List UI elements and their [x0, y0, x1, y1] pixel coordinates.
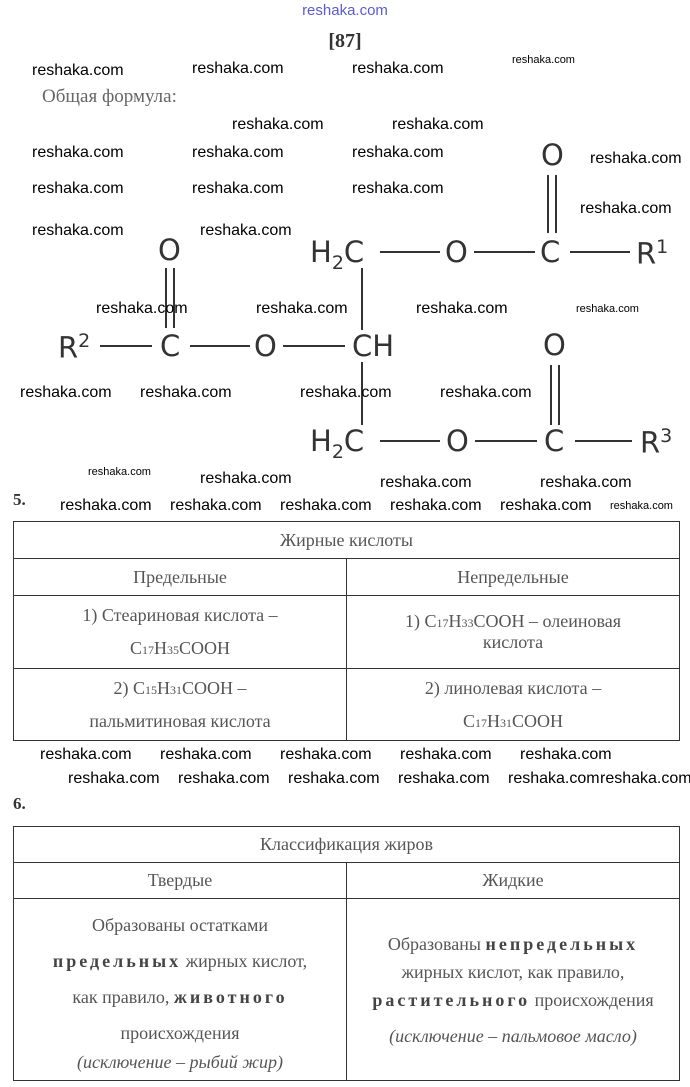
watermark: reshaka.com [520, 746, 612, 763]
watermark: reshaka.com [416, 300, 508, 317]
atom-oxygen: O [158, 233, 181, 267]
watermark: reshaka.com [590, 150, 682, 167]
watermark: reshaka.com [96, 300, 188, 317]
watermark: reshaka.com [32, 62, 124, 79]
watermark: reshaka.com [192, 60, 284, 77]
watermark: reshaka.com [352, 60, 444, 77]
watermark: reshaka.com [170, 497, 262, 514]
watermark: reshaka.com [192, 144, 284, 161]
watermark: reshaka.com [88, 466, 151, 478]
atom-oxygen: O [445, 235, 468, 269]
watermark: reshaka.com [20, 384, 112, 401]
radical-r2: R2 [58, 330, 91, 365]
radical-r1: R1 [636, 236, 669, 271]
cell-text: кислота [482, 632, 544, 652]
atom-carbon: C [544, 424, 565, 458]
watermark: reshaka.com [32, 180, 124, 197]
section-6-number: 6. [13, 794, 26, 813]
section-5-number: 5. [13, 490, 26, 509]
atom-ch: CH [352, 329, 395, 363]
watermark: reshaka.com [300, 384, 392, 401]
watermark: reshaka.com [140, 384, 232, 401]
cell-formula: C17H31COOH [462, 710, 564, 731]
watermark: reshaka.com [392, 116, 484, 133]
column-header: Непредельные [346, 558, 680, 596]
watermark: reshaka.com [398, 770, 490, 787]
page-number: [87] [328, 30, 362, 52]
cell-formula: 1) C17H33COOH – олеиновая [404, 611, 622, 631]
watermark: reshaka.com [40, 746, 132, 763]
watermark: reshaka.com [540, 474, 632, 491]
watermark: reshaka.com [60, 497, 152, 514]
cell-text: пальмитиновая кислота [89, 710, 271, 731]
table-row: 2) C15H31COOH – пальмитиновая кислота 2) … [13, 668, 680, 741]
watermark: reshaka.com [352, 180, 444, 197]
watermark: reshaka.com [32, 144, 124, 161]
watermark: reshaka.com [288, 770, 380, 787]
radical-r3: R3 [640, 425, 673, 460]
table-title: Классификация жиров [13, 826, 680, 863]
table-title: Жирные кислоты [13, 521, 680, 559]
formula-bonds [100, 175, 632, 442]
watermark: reshaka.com [512, 54, 575, 66]
watermark: reshaka.com [280, 746, 372, 763]
site-header[interactable]: reshaka.com [302, 2, 388, 19]
watermark: reshaka.com [508, 770, 600, 787]
watermark: reshaka.com [390, 497, 482, 514]
watermark: reshaka.com [232, 116, 324, 133]
watermark: reshaka.com [280, 497, 372, 514]
watermark: reshaka.com [576, 303, 639, 315]
atom-oxygen: O [446, 424, 469, 458]
cell-text: 2) линолевая кислота – [424, 677, 602, 698]
atom-oxygen: O [543, 328, 566, 362]
atom-h2c-top: H2C [310, 235, 365, 274]
watermark: reshaka.com [32, 222, 124, 239]
cell-formula: 2) C15H31COOH – [113, 677, 247, 698]
atom-oxygen: O [254, 329, 277, 363]
watermark: reshaka.com [440, 384, 532, 401]
atom-carbon: C [540, 235, 561, 269]
table-row: 1) Стеариновая кислота – C17H35COOH 1) C1… [13, 595, 680, 669]
atom-h2c-bottom: H2C [310, 424, 365, 463]
watermark: reshaka.com [200, 470, 292, 487]
watermark: reshaka.com [580, 200, 672, 217]
watermark: reshaka.com [380, 474, 472, 491]
table-row: Образованы остатками предельных жирных к… [13, 898, 680, 1081]
column-header: Жидкие [346, 862, 680, 899]
atom-oxygen: O [541, 138, 564, 172]
watermark: reshaka.com [500, 497, 592, 514]
cell-text: 1) Стеариновая кислота – [82, 605, 278, 625]
watermark: reshaka.com [256, 300, 348, 317]
watermark: reshaka.com [68, 770, 160, 787]
column-header: Предельные [13, 558, 347, 596]
watermark: reshaka.com [160, 746, 252, 763]
watermark: reshaka.com [200, 222, 292, 239]
general-formula-label: Общая формула: [42, 86, 177, 107]
watermark: reshaka.com [178, 770, 270, 787]
watermark: reshaka.com [192, 180, 284, 197]
watermark: reshaka.com [400, 746, 492, 763]
column-header: Твердые [13, 862, 347, 899]
watermark: reshaka.com [600, 770, 690, 787]
atom-carbon: C [160, 329, 181, 363]
cell-formula: C17H35COOH [129, 638, 231, 658]
cell-text: Образованы остатками [91, 914, 269, 935]
watermark: reshaka.com [352, 144, 444, 161]
watermark: reshaka.com [610, 500, 673, 512]
